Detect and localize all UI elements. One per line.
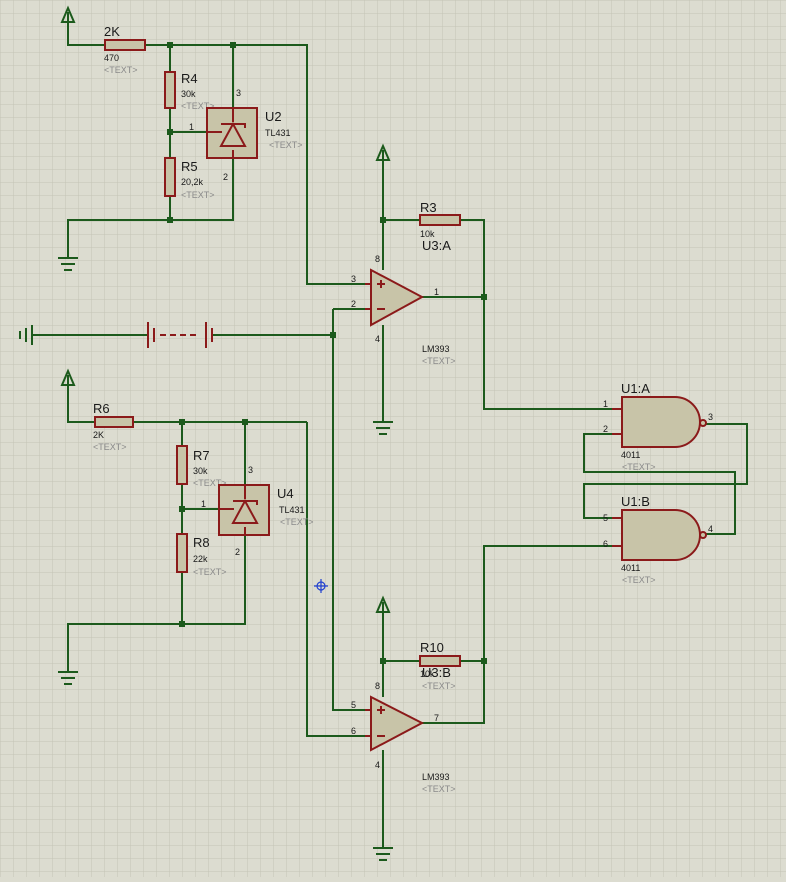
- power-arrow-icon: [375, 143, 391, 161]
- resistor-r4[interactable]: R4 30k <TEXT>: [164, 71, 215, 111]
- component-ref: R5: [181, 159, 198, 174]
- power-arrow-icon: [60, 5, 76, 23]
- pin-number: 6: [351, 726, 356, 736]
- pin-number: 1: [603, 399, 608, 409]
- pin-number: 2: [235, 547, 240, 557]
- resistor-r5[interactable]: R5 20,2k <TEXT>: [164, 157, 215, 200]
- component-text-placeholder: <TEXT>: [193, 478, 227, 488]
- component-ref: U4: [277, 486, 294, 501]
- pin-number: 1: [189, 122, 194, 132]
- component-value: TL431: [279, 505, 305, 515]
- pin-number: 5: [603, 513, 608, 523]
- pin-number: 3: [236, 88, 241, 98]
- component-text-placeholder: <TEXT>: [422, 681, 456, 691]
- component-text-placeholder: <TEXT>: [269, 140, 303, 150]
- comparator-u3a[interactable]: U3:A LM393 <TEXT> 3 2 1 8 4: [351, 238, 456, 366]
- power-arrow-icon: [375, 595, 391, 613]
- battery-icon: [147, 322, 213, 348]
- component-value: 10k: [420, 229, 435, 239]
- component-ref: 2K: [104, 24, 120, 39]
- pin-number: 8: [375, 681, 380, 691]
- component-text-placeholder: <TEXT>: [422, 784, 456, 794]
- component-ref: U3:B: [422, 665, 451, 680]
- component-value: 30k: [193, 466, 208, 476]
- component-text-placeholder: <TEXT>: [622, 462, 656, 472]
- component-text-placeholder: <TEXT>: [280, 517, 314, 527]
- resistor-r6[interactable]: R6 2K <TEXT>: [93, 401, 134, 452]
- component-ref: U1:B: [621, 494, 650, 509]
- component-text-placeholder: <TEXT>: [622, 575, 656, 585]
- ground-icon: [19, 325, 33, 345]
- ground-icon: [58, 257, 78, 271]
- component-ref: R8: [193, 535, 210, 550]
- pin-number: 7: [434, 713, 439, 723]
- component-text-placeholder: <TEXT>: [193, 567, 227, 577]
- component-ref: R7: [193, 448, 210, 463]
- component-value: TL431: [265, 128, 291, 138]
- component-text-placeholder: <TEXT>: [181, 190, 215, 200]
- pin-number: 6: [603, 539, 608, 549]
- pin-number: 2: [223, 172, 228, 182]
- resistor-r8[interactable]: R8 22k <TEXT>: [176, 533, 227, 577]
- pin-number: 2: [603, 424, 608, 434]
- component-text-placeholder: <TEXT>: [93, 442, 127, 452]
- nand-gate-u1a[interactable]: U1:A 4011 <TEXT> 1 2 3: [603, 381, 713, 472]
- pin-number: 4: [708, 524, 713, 534]
- component-text-placeholder: <TEXT>: [422, 356, 456, 366]
- component-value: 470: [104, 53, 119, 63]
- component-ref: R6: [93, 401, 110, 416]
- component-value: LM393: [422, 772, 450, 782]
- nand-gate-u1b[interactable]: U1:B 4011 <TEXT> 5 6 4: [603, 494, 713, 585]
- resistor-r-top[interactable]: 2K 470 <TEXT>: [104, 24, 146, 75]
- component-text-placeholder: <TEXT>: [104, 65, 138, 75]
- component-value: 30k: [181, 89, 196, 99]
- pin-number: 1: [434, 287, 439, 297]
- resistor-r10[interactable]: R10 10k <TEXT>: [419, 640, 461, 691]
- component-value: 10k: [420, 669, 435, 679]
- component-ref: U3:A: [422, 238, 451, 253]
- ground-icon: [373, 421, 393, 435]
- comparator-u3b[interactable]: U3:B LM393 <TEXT> 5 6 7 8 4: [351, 665, 456, 794]
- resistor-r3[interactable]: R3 10k: [419, 200, 461, 239]
- pin-number: 3: [248, 465, 253, 475]
- tl431-u4[interactable]: U4 TL431 <TEXT> 1 2 3: [201, 465, 314, 557]
- pin-number: 8: [375, 254, 380, 264]
- pin-number: 4: [375, 334, 380, 344]
- component-ref: R4: [181, 71, 198, 86]
- ground-icon: [58, 671, 78, 685]
- tl431-u2[interactable]: U2 TL431 <TEXT> 1 2 3: [189, 88, 303, 182]
- pin-number: 3: [708, 412, 713, 422]
- component-ref: R10: [420, 640, 444, 655]
- pin-number: 4: [375, 760, 380, 770]
- component-value: 22k: [193, 554, 208, 564]
- pin-number: 1: [201, 499, 206, 509]
- crosshair-cursor-icon: [314, 579, 328, 593]
- component-value: 4011: [621, 450, 640, 460]
- power-arrow-icon: [60, 368, 76, 386]
- component-value: 2K: [93, 430, 104, 440]
- component-ref: R3: [420, 200, 437, 215]
- component-ref: U2: [265, 109, 282, 124]
- component-ref: U1:A: [621, 381, 650, 396]
- component-value: 20,2k: [181, 177, 204, 187]
- wires: [32, 22, 748, 848]
- ground-icon: [373, 847, 393, 861]
- pin-number: 3: [351, 274, 356, 284]
- component-text-placeholder: <TEXT>: [181, 101, 215, 111]
- pin-number: 5: [351, 700, 356, 710]
- component-value: LM393: [422, 344, 450, 354]
- component-value: 4011: [621, 563, 640, 573]
- pin-number: 2: [351, 299, 356, 309]
- junctions: [167, 42, 487, 664]
- resistor-r7[interactable]: R7 30k <TEXT>: [176, 445, 227, 488]
